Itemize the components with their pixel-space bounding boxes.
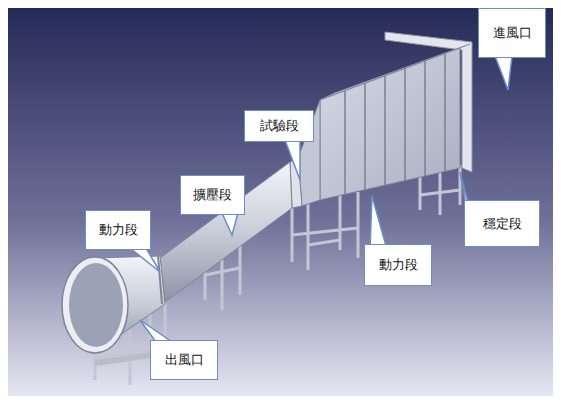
callout-box: 動力段 [364,244,432,286]
outlet-rim [62,257,128,353]
callout-box: 出風口 [150,340,218,380]
callout-text: 穩定段 [483,216,522,232]
callout-box: 動力段 [85,210,151,250]
settling-section [320,48,460,200]
callout-box: 擴壓段 [180,175,245,215]
settling-ribs [345,54,445,194]
callout-text: 動力段 [379,257,418,273]
callout-box: 穩定段 [464,200,540,247]
callout-text: 出風口 [165,352,204,368]
callout-box: 進風口 [478,8,546,58]
callout-text: 動力段 [99,222,138,238]
render-background [8,8,553,396]
cylinder-joint [158,255,162,304]
callout-text: 擴壓段 [193,187,232,203]
callout-tails [130,56,512,342]
callout-text: 試驗段 [260,118,299,134]
outlet-opening [69,263,123,347]
callout-box: 試驗段 [244,110,314,142]
diffuser-duct [160,162,292,302]
callout-text: 進風口 [493,25,532,41]
